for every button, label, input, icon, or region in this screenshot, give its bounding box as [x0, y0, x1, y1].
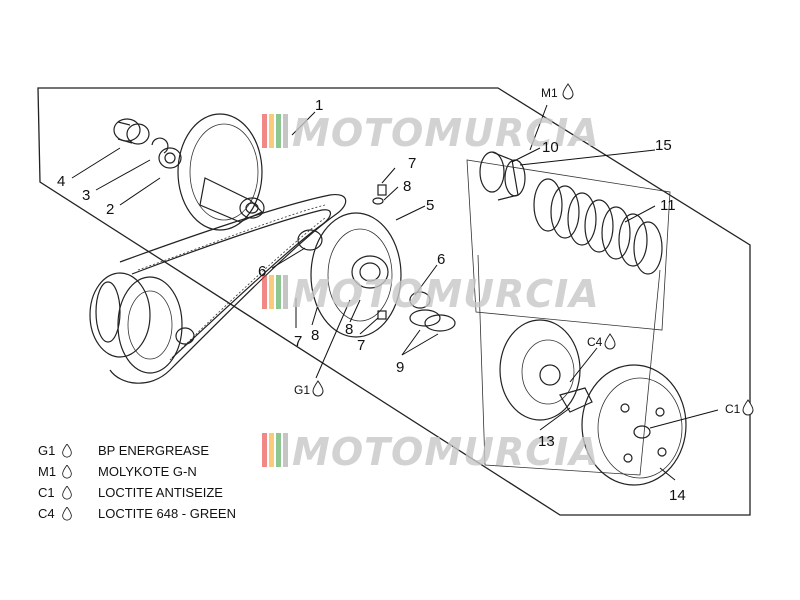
callout-5: 5 — [426, 197, 434, 214]
callout-7b: 7 — [294, 333, 302, 350]
tag-c4: C4 — [587, 335, 603, 349]
drive-belt-part — [109, 193, 347, 384]
drop-icon — [562, 83, 574, 100]
tag-m1: M1 — [541, 86, 558, 100]
watermark-bottom: MOTOMURCIA — [262, 430, 600, 474]
clutch-frame-lower — [477, 254, 661, 476]
legend-row-c1: C1 LOCTITE ANTISEIZE — [38, 485, 338, 506]
oil-seal-part — [158, 147, 182, 169]
contrast-spring-part — [533, 178, 663, 275]
legend-description: LOCTITE 648 - GREEN — [98, 506, 236, 521]
legend-code: G1 — [38, 443, 56, 458]
callout-14: 14 — [669, 487, 686, 504]
tag-c1: C1 — [725, 402, 741, 416]
guide-pin-part-2 — [377, 310, 387, 320]
callout-7c: 7 — [357, 337, 365, 354]
callout-13: 13 — [538, 433, 555, 450]
callout-6b: 6 — [437, 251, 445, 268]
callout-11: 11 — [660, 197, 676, 214]
assembly-frame — [37, 87, 751, 516]
legend-code: C1 — [38, 485, 55, 500]
legend-row-c4: C4 LOCTITE 648 - GREEN — [38, 506, 338, 527]
callout-2: 2 — [106, 201, 114, 218]
drop-icon — [742, 399, 754, 416]
driven-pulley-part — [89, 272, 195, 374]
legend-description: BP ENERGREASE — [98, 443, 210, 458]
svg-text:MOTOMURCIA: MOTOMURCIA — [292, 111, 600, 155]
legend-code: M1 — [38, 464, 57, 479]
clutch-bell-part — [581, 364, 687, 486]
callout-7a: 7 — [408, 155, 416, 172]
legend-description: MOLYKOTE G-N — [98, 464, 197, 479]
fixed-pulley-part — [177, 113, 265, 231]
drop-icon — [62, 486, 72, 500]
drop-icon — [62, 465, 72, 479]
svg-text:MOTOMURCIA: MOTOMURCIA — [292, 430, 600, 474]
callout-1: 1 — [315, 97, 323, 114]
callout-8a: 8 — [403, 178, 411, 195]
drop-icon — [62, 444, 72, 458]
legend-description: LOCTITE ANTISEIZE — [98, 485, 223, 500]
drop-icon — [604, 333, 616, 350]
callout-6a: 6 — [258, 263, 266, 280]
clutch-shoes-part — [499, 319, 593, 421]
bushing-part-2 — [409, 291, 431, 309]
callout-9: 9 — [396, 359, 404, 376]
legend-row-g1: G1 BP ENERGREASE — [38, 443, 338, 464]
callout-10: 10 — [542, 139, 559, 156]
roller-part — [372, 197, 384, 205]
lubricant-legend: G1 BP ENERGREASE M1 MOLYKOTE G-N C1 LOCT… — [38, 443, 338, 527]
movable-pulley-part — [310, 212, 402, 338]
leader-lines — [71, 104, 719, 481]
watermark-middle: MOTOMURCIA — [262, 272, 600, 316]
drop-icon — [312, 380, 324, 397]
callout-3: 3 — [82, 187, 90, 204]
needle-bearing-part — [113, 118, 150, 145]
drop-icon — [62, 507, 72, 521]
svg-text:MOTOMURCIA: MOTOMURCIA — [292, 272, 600, 316]
guide-pin-part — [377, 184, 387, 196]
callout-15: 15 — [655, 137, 672, 154]
watermark-top: MOTOMURCIA — [262, 111, 600, 155]
callout-8b: 8 — [311, 327, 319, 344]
callout-8c: 8 — [345, 321, 353, 338]
clutch-frame — [466, 159, 671, 331]
circlip-part — [151, 137, 169, 154]
tag-g1: G1 — [294, 383, 310, 397]
bushing-part — [297, 229, 323, 251]
legend-code: C4 — [38, 506, 55, 521]
seal-rings-part — [409, 309, 456, 332]
callout-4: 4 — [57, 173, 65, 190]
legend-row-m1: M1 MOLYKOTE G-N — [38, 464, 338, 485]
